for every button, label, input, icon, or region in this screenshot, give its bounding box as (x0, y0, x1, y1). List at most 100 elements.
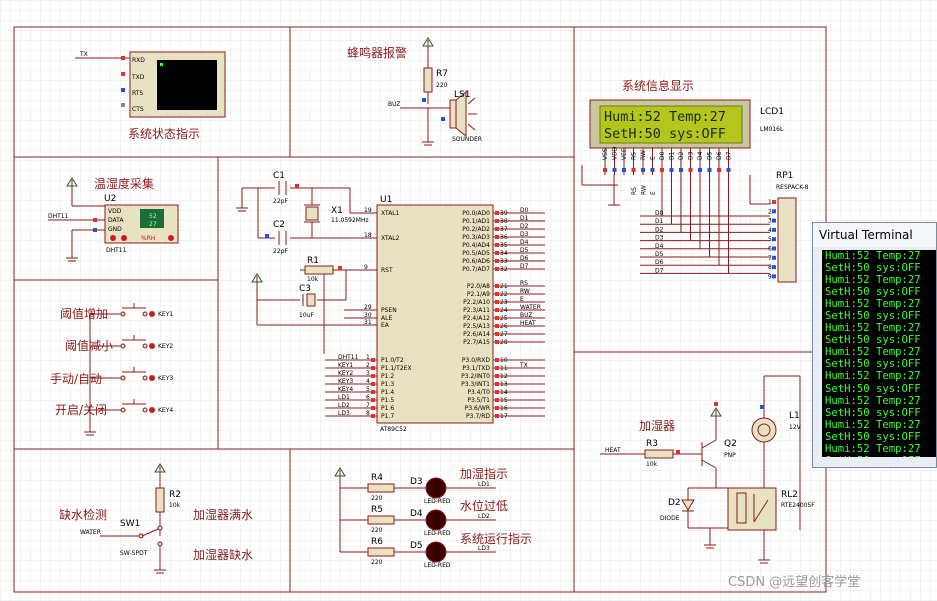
u1-pin-marker (495, 398, 499, 402)
title-status: 系统状态指示 (128, 126, 200, 141)
u1-port-net: HEAT (520, 320, 536, 327)
led-indicators[interactable]: R4220D3LED-REDLD1R5220D4LED-REDLD2R6220D… (334, 467, 496, 569)
key-button-icon[interactable] (149, 375, 155, 381)
lcd-pin-label: VEE (621, 148, 628, 160)
key-button-icon[interactable] (149, 311, 155, 317)
rp1-pin-marker (772, 255, 776, 260)
led-icon[interactable] (425, 477, 447, 499)
u1-port-pin: P3.3/INT1 (461, 381, 490, 388)
dht11-sensor[interactable]: 52 27 VDD DATA GND %RH U2 DHT11 DHT11 (48, 177, 179, 262)
r1-label: R1 (307, 256, 319, 266)
u1-port-net: E (520, 296, 524, 303)
title-onoff: 开启/关闭 (55, 403, 107, 417)
u1-pin-marker (495, 406, 499, 410)
u1-pin-marker (495, 316, 499, 320)
lcd-pin-label: D7 (726, 151, 733, 160)
title-low-water: 水位过低 (460, 498, 508, 513)
u1-port-pin: P1.2 (381, 373, 394, 380)
virtual-terminal-symbol[interactable]: TX RXD TXD RTS CTS (75, 51, 226, 118)
u1-pin-marker (495, 284, 499, 288)
terminal-line: SetH:50 sys:OFF (825, 310, 921, 323)
lcd-pin-marker (669, 168, 674, 172)
u1-pin-marker (495, 374, 499, 378)
net-water-label: WATER (80, 529, 101, 536)
lcd-pin-label: VDD (612, 146, 619, 160)
u1-left-pin-num: 29 (364, 304, 372, 311)
u1-pin-marker (495, 332, 499, 336)
humidifier-driver[interactable] (600, 375, 801, 564)
bus-net-label: D7 (655, 267, 664, 274)
title-humidifier: 加湿器 (639, 418, 675, 433)
rp1-pin-num: 7 (768, 255, 772, 262)
c1-value: 22pF (273, 198, 288, 205)
u1-port-pin-num: 1 (366, 354, 370, 361)
terminal-line: Humi:52 Temp:27 (825, 322, 921, 335)
rp1-pin-num: 1 (768, 199, 772, 206)
lcd-pin-label: RW (640, 150, 647, 160)
terminal-line: SetH:50 sys:OFF (825, 334, 921, 347)
lcd-line-1: Humi:52 Temp:27 (604, 109, 726, 125)
key-contact (142, 407, 148, 413)
u1-port-pin: P3.7/RD (466, 413, 490, 420)
dht-pin-gnd: GND (108, 226, 122, 233)
title-buzzer: 蜂鸣器报警 (347, 45, 407, 60)
clock-reset-parts[interactable]: C1 22pF C2 22pF X1 11.0592MHz R1 10k C3 … (251, 171, 369, 354)
water-detect-labels: R2 10k WATER SW1 SW-SPDT (80, 490, 181, 557)
terminal-line: SetH:50 sys:OFF (822, 455, 936, 457)
title-display: 系统信息显示 (622, 78, 694, 93)
u1-left-pin: RST (381, 267, 393, 274)
u1-port-pin: P1.7 (381, 413, 394, 420)
rl2-type: RTE24005F (781, 502, 815, 509)
title-thr-up: 阈值增加 (60, 306, 108, 321)
u1-port-net: D6 (520, 255, 529, 262)
u1-pin-marker (371, 366, 375, 370)
lcd-ctrl-net: RW (641, 185, 648, 195)
u1-port-pin: P0.3/AD3 (462, 234, 490, 241)
led-resistor-value: 220 (371, 559, 383, 566)
lcd-pin-marker (622, 168, 626, 172)
u1-pin-marker (495, 340, 499, 344)
virtual-terminal-title[interactable]: Virtual Terminal (813, 223, 936, 247)
key-button-icon[interactable] (149, 407, 155, 413)
u1-pin-marker (495, 227, 499, 231)
rp1-pin-num: 9 (768, 273, 772, 280)
key-button-icon[interactable] (149, 343, 155, 349)
u1-pin-marker (371, 358, 375, 362)
led-resistor-label: R5 (371, 505, 383, 515)
u1-pin-marker (495, 358, 499, 362)
u1-port-pin: P2.0/A8 (467, 283, 490, 290)
u1-pin-marker (371, 382, 375, 386)
u1-port-net: D5 (520, 247, 529, 254)
u1-port-pin: P1.1/T2EX (381, 365, 412, 372)
terminal-line: SetH:50 sys:OFF (825, 286, 921, 299)
water-detect-circuit[interactable] (100, 463, 166, 574)
terminal-line: SetH:50 sys:OFF (825, 358, 921, 371)
led-icon[interactable] (425, 509, 447, 531)
dht-pin-data: DATA (108, 217, 124, 224)
key-contact (120, 375, 126, 381)
dht-value-2: 27 (149, 221, 157, 228)
u1-port-pin: P3.1/TXD (462, 365, 490, 372)
mcu-u1[interactable]: U1 AT89C52 (376, 195, 494, 433)
bus-net-label: D5 (655, 251, 664, 258)
buzzer-circuit[interactable] (400, 37, 477, 146)
led-icon[interactable] (425, 541, 447, 563)
title-mode: 手动/自动 (50, 372, 102, 386)
rp1-type: RESPACK-8 (776, 184, 809, 191)
u1-port-pin: P2.6/A14 (463, 331, 490, 338)
lcd-pin-marker (650, 168, 655, 172)
u1-pin-marker (495, 324, 499, 328)
dht-pin-vdd: VDD (108, 208, 122, 215)
key-contact (120, 311, 126, 317)
u1-port-pin: P0.7/AD7 (462, 266, 490, 273)
c1-label: C1 (273, 171, 285, 181)
x1-value: 11.0592MHz (331, 217, 369, 224)
lcd-module[interactable]: Humi:52 Temp:27 SetH:50 sys:OFF LCD1 LM0… (589, 99, 784, 149)
rp1-pin-num: 8 (768, 264, 772, 271)
u1-port-pin: P2.3/A11 (463, 307, 490, 314)
respack-rp1[interactable]: RP1 RESPACK-8 (776, 171, 809, 283)
